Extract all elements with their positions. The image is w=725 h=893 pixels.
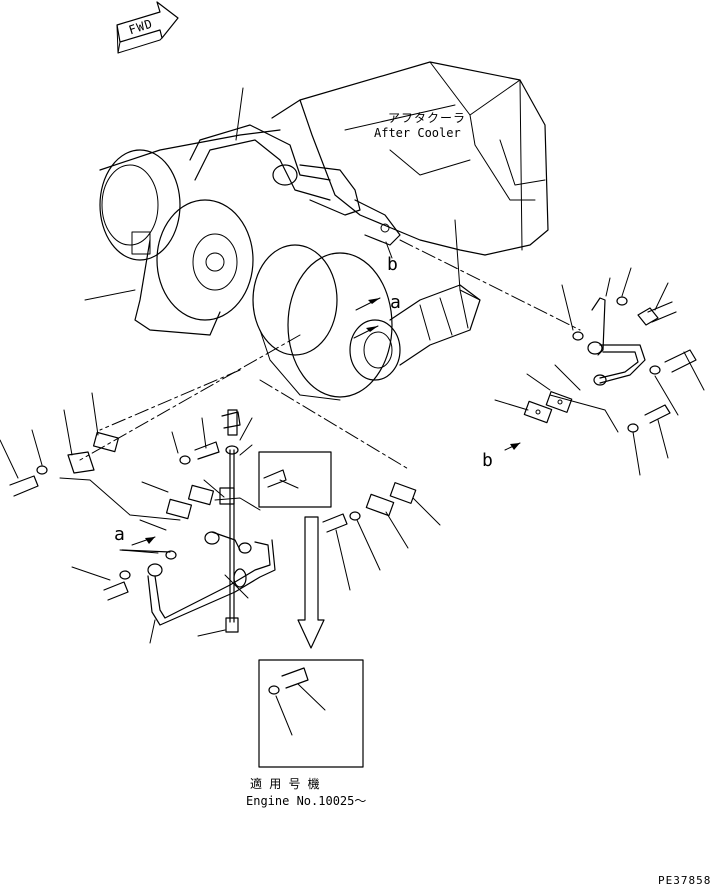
left-bracket-assembly	[0, 392, 276, 644]
leader-lines	[79, 87, 581, 471]
callout-a-upper: a	[390, 292, 401, 313]
lower-right-parts	[322, 482, 441, 591]
fwd-arrow-icon	[116, 1, 179, 54]
callout-b-lower: b	[482, 450, 493, 471]
callout-b-upper: b	[387, 254, 398, 275]
applicable-engine-english: Engine No.10025～	[246, 794, 367, 808]
engine-assembly	[99, 61, 549, 401]
drawing-number: PE37858	[658, 874, 712, 887]
applicable-engine-japanese: 適 用 号 機	[250, 777, 320, 791]
callout-a-lower: a	[114, 524, 125, 545]
after-cooler-english: After Cooler	[374, 126, 461, 140]
after-cooler-japanese: アフタクーラ	[388, 111, 467, 125]
inset-detail	[258, 451, 364, 768]
right-bracket-assembly	[494, 267, 705, 476]
upper-bolt	[221, 411, 241, 429]
